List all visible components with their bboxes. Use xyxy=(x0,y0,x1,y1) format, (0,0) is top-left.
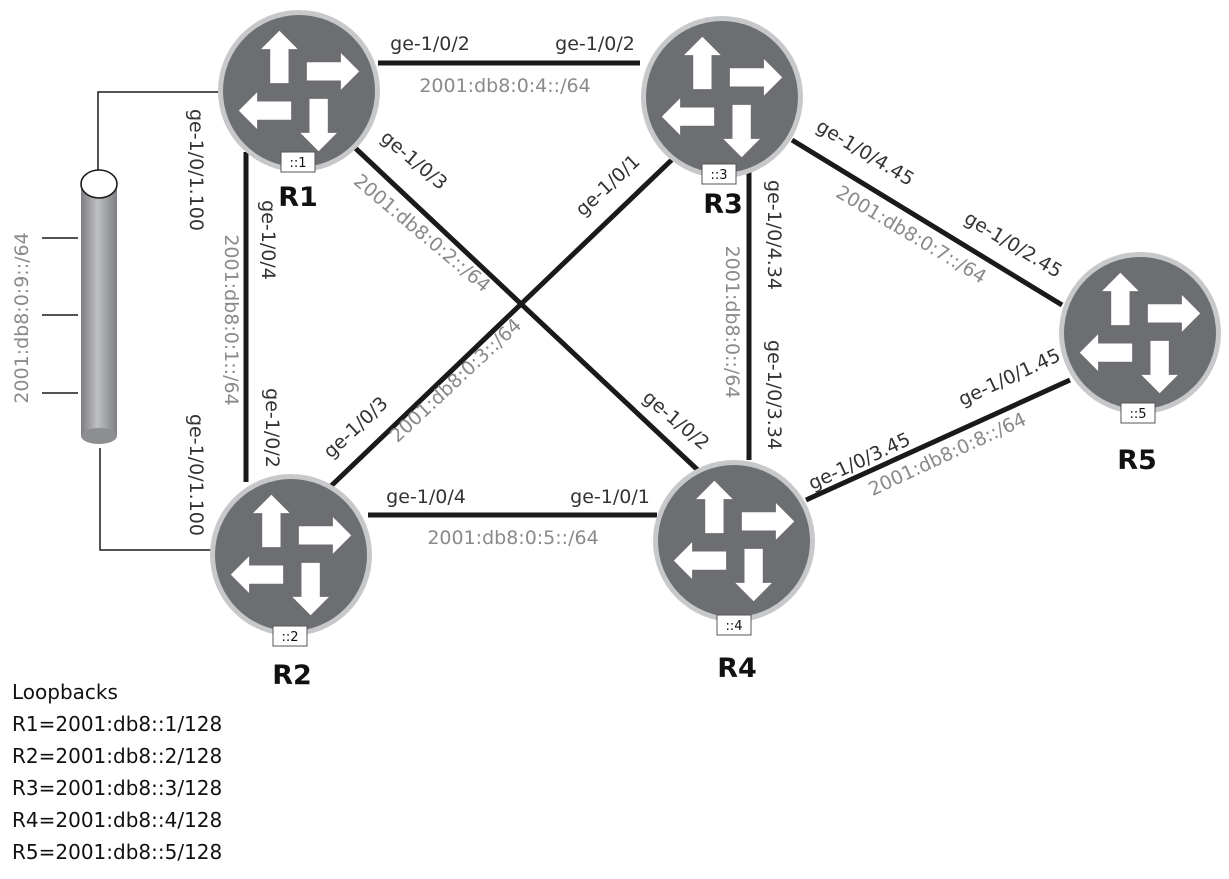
lan-subnet: 2001:db8:0:9::/64 xyxy=(11,232,33,403)
router-r5-tag: ::5 xyxy=(1129,407,1146,422)
lan-drop-r1 xyxy=(97,91,225,170)
link-r2-r3-a-if: ge-1/0/3 xyxy=(319,392,392,462)
router-body xyxy=(223,15,375,167)
router-r2: ::2R2 xyxy=(210,474,372,691)
link-r1-r4-b-if: ge-1/0/2 xyxy=(638,386,713,454)
link-r3-r4-b-if: ge-1/0/3.34 xyxy=(763,340,785,450)
link-r3-r5 xyxy=(790,137,1064,308)
loopback-r2: R2=2001:db8::2/128 xyxy=(12,744,223,768)
link-r2-r4-subnet: 2001:db8:0:5::/64 xyxy=(427,527,598,549)
link-r1-r4-subnet: 2001:db8:0:2::/64 xyxy=(349,170,494,297)
router-tag-box xyxy=(1120,402,1156,424)
router-r4-tag: ::4 xyxy=(725,619,742,634)
link-r3-r4-a-if: ge-1/0/4.34 xyxy=(763,180,785,290)
link-r2-r4-b-if: ge-1/0/1 xyxy=(570,486,650,508)
router-body xyxy=(1064,257,1216,409)
link-r2-r3-subnet: 2001:db8:0:3::/64 xyxy=(386,314,526,447)
router-r2-name: R2 xyxy=(272,660,312,691)
lan-drop-r2 xyxy=(99,448,225,551)
link-r4-r5 xyxy=(804,377,1072,503)
link-r4-r5-b-if: ge-1/0/1.45 xyxy=(955,344,1064,410)
router-body xyxy=(646,21,798,173)
router-r5-name: R5 xyxy=(1117,445,1157,476)
lan-r2-interface: ge-1/0/1.100 xyxy=(185,414,207,536)
link-r1-r2-b-if: ge-1/0/2 xyxy=(261,388,283,468)
routers: ::1R1::2R2::3R3::4R4::5R5 xyxy=(210,10,1221,691)
router-r1: ::1R1 xyxy=(218,10,380,213)
router-tag-box xyxy=(716,614,752,636)
link-r3-r4-subnet: 2001:db8:0::/64 xyxy=(721,246,743,399)
router-tag-box xyxy=(272,625,308,647)
link-r3-r5-subnet: 2001:db8:0:7::/64 xyxy=(832,181,990,288)
router-r3: ::3R3 xyxy=(641,16,803,220)
link-r3-r5-a-if: ge-1/0/4.45 xyxy=(812,115,918,190)
router-body xyxy=(215,479,367,631)
loopback-r4: R4=2001:db8::4/128 xyxy=(12,808,223,832)
link-r1-r3-a-if: ge-1/0/2 xyxy=(390,33,470,55)
link-r2-r3-b-if: ge-1/0/1 xyxy=(571,150,644,220)
router-body xyxy=(658,465,810,617)
router-r3-name: R3 xyxy=(703,189,743,220)
router-r4-name: R4 xyxy=(717,653,757,684)
router-r2-tag: ::2 xyxy=(281,630,298,645)
link-r2-r4-a-if: ge-1/0/4 xyxy=(386,486,466,508)
link-r1-r2-a-if: ge-1/0/4 xyxy=(257,200,279,280)
lan-bus xyxy=(80,169,118,444)
link-r1-r3-b-if: ge-1/0/2 xyxy=(555,33,635,55)
router-r1-name: R1 xyxy=(278,182,318,213)
lan-drops xyxy=(97,91,225,551)
loopbacks-panel: Loopbacks R1=2001:db8::1/128 R2=2001:db8… xyxy=(12,676,222,868)
lan-r1-interface: ge-1/0/1.100 xyxy=(185,109,207,231)
loopback-r1: R1=2001:db8::1/128 xyxy=(12,712,223,736)
router-r5: ::5R5 xyxy=(1059,252,1221,476)
link-r1-r3-subnet: 2001:db8:0:4::/64 xyxy=(419,75,590,97)
loopbacks-title: Loopbacks xyxy=(12,680,118,704)
loopback-r5: R5=2001:db8::5/128 xyxy=(12,840,223,864)
router-r4: ::4R4 xyxy=(653,460,815,684)
lan-ticks xyxy=(42,237,78,394)
link-r1-r2-subnet: 2001:db8:0:1::/64 xyxy=(220,234,242,405)
link-r1-r4 xyxy=(350,143,704,476)
router-r3-tag: ::3 xyxy=(710,168,727,183)
loopback-r3: R3=2001:db8::3/128 xyxy=(12,776,223,800)
link-r2-r3 xyxy=(328,148,684,489)
links xyxy=(243,60,1072,518)
router-tag-box xyxy=(701,163,737,185)
router-tag-box xyxy=(280,151,316,173)
router-r1-tag: ::1 xyxy=(289,156,306,171)
link-r1-r4-a-if: ge-1/0/3 xyxy=(376,126,451,194)
